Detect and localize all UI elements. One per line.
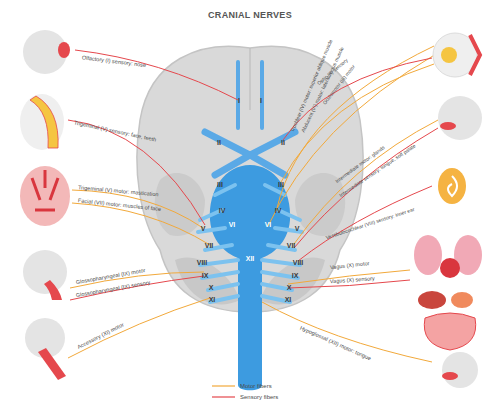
brain-fissure [249, 48, 250, 110]
trigeminal-area [30, 96, 58, 148]
nose-icon [58, 42, 70, 58]
motor-fiber [68, 298, 210, 358]
nerve-number: X [287, 284, 292, 291]
motor-fiber [268, 54, 436, 226]
iris-icon [441, 47, 457, 63]
nerve-number: IV [275, 207, 282, 214]
nerve-number: IV [219, 207, 226, 214]
nerve-number: XI [285, 296, 292, 303]
nerve-number: X [209, 284, 214, 291]
neck-muscle-icon [38, 348, 66, 380]
throat-icon [44, 280, 62, 300]
nerve-number: II [281, 139, 285, 146]
stomach-icon [451, 292, 473, 308]
mouth-icon [440, 122, 456, 130]
head-icon [442, 352, 478, 388]
nerve-number: VII [205, 242, 214, 249]
nerve-number: V [295, 225, 300, 232]
nerve-number: III [217, 181, 223, 188]
legend-text: Motor fibers [240, 383, 272, 389]
face-muscles-icon [20, 166, 70, 226]
nerve-number: IX [292, 272, 299, 279]
nerve-number: I [238, 97, 240, 104]
motor-fiber [262, 302, 432, 362]
temporal-lobe [155, 173, 205, 236]
diagram-title: CRANIAL NERVES [0, 10, 500, 20]
sensory-fiber [294, 128, 438, 248]
nerve-label: Olfactory (I) sensory: nose [82, 55, 147, 68]
nerve-label: Accessory (XI) motor [77, 322, 125, 350]
sensory-fiber [75, 50, 238, 100]
legend-sample [212, 385, 235, 386]
nerve-number: XII [246, 255, 255, 262]
tongue-icon [442, 372, 458, 380]
brainstem [210, 165, 290, 390]
olfactory-tract [238, 62, 262, 128]
head-icon [23, 250, 67, 294]
nerve-number: VIII [293, 259, 304, 266]
eye-muscle-icon [470, 35, 480, 75]
head-icon [438, 96, 482, 140]
nerve-number: VII [287, 242, 296, 249]
heart-icon [440, 258, 460, 278]
legend-text: Sensory fibers [240, 394, 278, 400]
nerve-label: Vagus (X) sensory [330, 276, 375, 285]
nerve-number: IX [202, 272, 209, 279]
nerve-number: III [278, 181, 284, 188]
nerve-roots [198, 185, 302, 302]
sensory-fiber [68, 120, 205, 225]
nerve-number: VI [229, 221, 236, 228]
legend-sample [212, 396, 235, 397]
motor-fiber [294, 120, 438, 244]
cochlea-icon [448, 176, 457, 196]
lung-icon [414, 235, 442, 275]
nerve-number: VI [265, 221, 272, 228]
nerve-number: I [260, 97, 262, 104]
nerve-label: Vagus (X) motor [330, 261, 370, 271]
face-icon [20, 94, 64, 150]
nerve-number: II [217, 139, 221, 146]
facial-muscles [32, 170, 58, 210]
intestine-icon [424, 313, 475, 350]
sensory-fiber [298, 186, 432, 261]
ear-icon [438, 168, 466, 204]
nerve-number: XI [209, 296, 216, 303]
liver-icon [418, 291, 446, 309]
nerve-number: VIII [197, 259, 208, 266]
nerve-number: V [201, 225, 206, 232]
